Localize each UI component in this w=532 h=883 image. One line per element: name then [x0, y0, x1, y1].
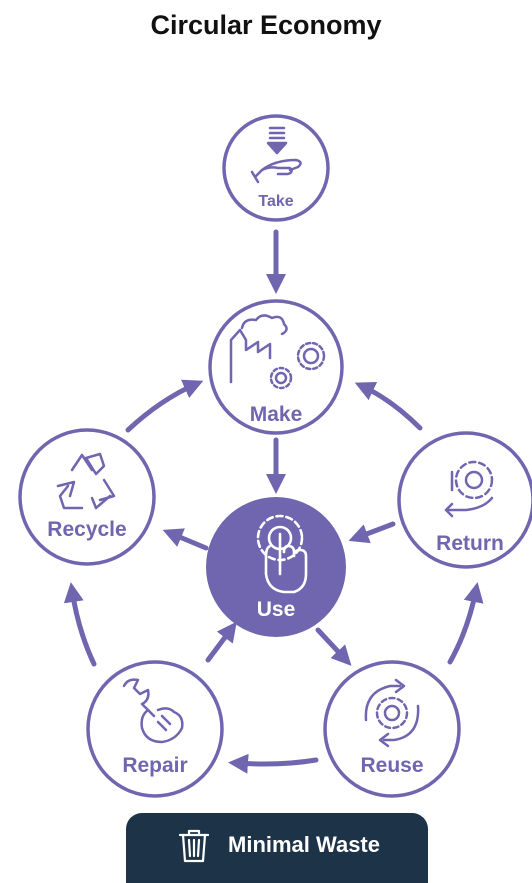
node-make: Make	[208, 299, 344, 435]
node-label-repair: Repair	[122, 754, 187, 777]
gear-cycle-arrows-icon	[364, 678, 420, 748]
node-recycle: Recycle	[18, 428, 156, 566]
page-title: Circular Economy	[150, 10, 382, 40]
node-label-reuse: Reuse	[360, 754, 423, 777]
minimal-waste-banner: Minimal Waste	[126, 813, 428, 883]
trash-can-icon	[178, 829, 210, 863]
arrow-recycle-to-repair	[63, 582, 97, 667]
node-reuse: Reuse	[323, 660, 461, 798]
arrow-return-to-make	[354, 382, 423, 431]
arrow-recycle-to-make	[125, 379, 204, 433]
node-label-make: Make	[250, 403, 303, 426]
node-take: Take	[222, 114, 330, 222]
arrow-return-to-use	[348, 521, 396, 544]
node-label-take: Take	[258, 193, 293, 210]
recycle-icon	[56, 452, 116, 510]
node-label-use: Use	[257, 598, 296, 621]
arrow-repair-to-use	[205, 621, 237, 663]
gear-arrow-icon	[444, 460, 494, 518]
node-use: Use	[206, 497, 346, 637]
factory-gears-icon	[229, 314, 326, 390]
arrow-use-to-reuse	[315, 627, 352, 666]
arrow-reuse-to-repair	[228, 753, 319, 774]
arrow-use-to-recycle	[162, 528, 209, 551]
node-label-recycle: Recycle	[47, 518, 126, 541]
node-repair: Repair	[86, 660, 224, 798]
finger-touch-gear-icon	[256, 514, 308, 594]
footer-label: Minimal Waste	[228, 832, 380, 857]
node-return: Return	[397, 431, 532, 569]
node-label-return: Return	[436, 532, 504, 555]
arrow-reuse-to-return	[447, 582, 484, 665]
circular-economy-diagram: Take Make Use	[18, 114, 532, 798]
wrench-hand-icon	[122, 678, 184, 744]
hand-receiving-icon	[250, 126, 302, 184]
